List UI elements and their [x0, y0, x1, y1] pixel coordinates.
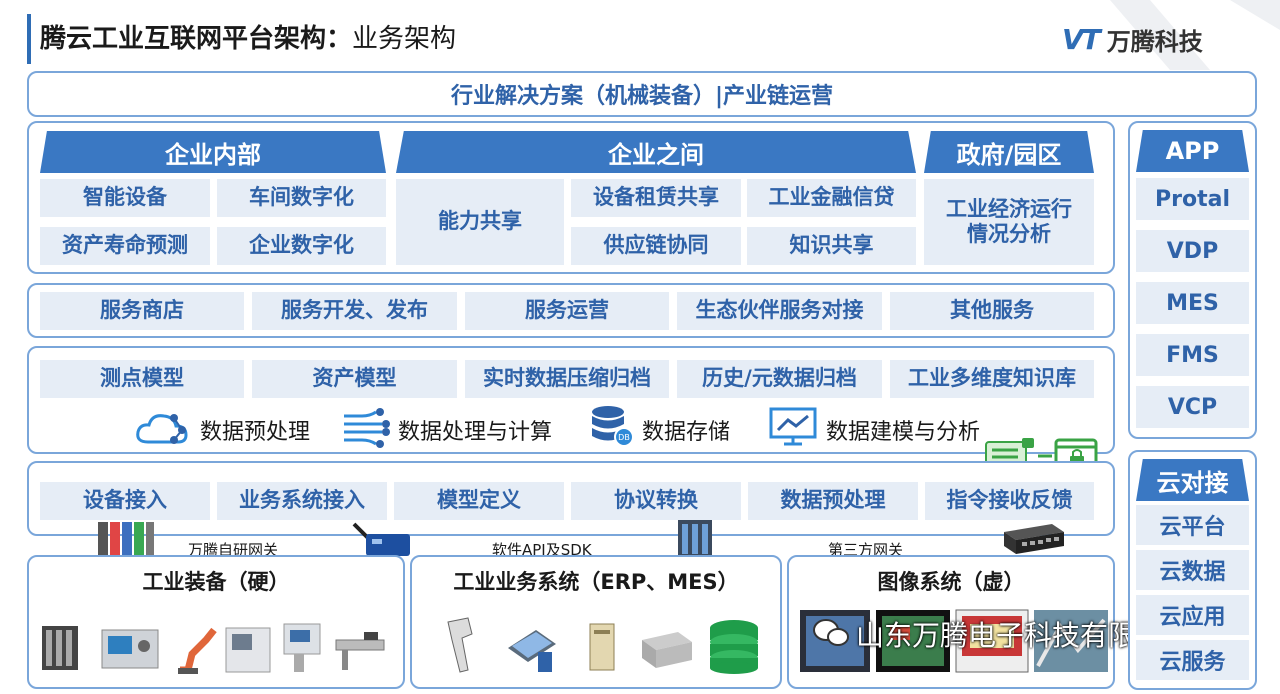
cloud-network-icon [136, 414, 188, 444]
wechat-icon [813, 619, 849, 646]
company-logo: VT 万腾科技 [1062, 22, 1203, 56]
image-title: 图像系统（虚） [877, 570, 1025, 594]
data-item: 实时数据压缩归档 [465, 360, 669, 398]
between-item: 供应链协同 [571, 227, 741, 265]
cloud-header: 云对接 [1136, 459, 1249, 501]
logo-text: 万腾科技 [1106, 27, 1203, 56]
app-item: VCP [1136, 386, 1249, 428]
corner-decoration [1110, 0, 1280, 70]
capability-share: 能力共享 [396, 179, 564, 265]
tool-label: 数据预处理 [200, 420, 311, 445]
access-item: 设备接入 [40, 482, 210, 520]
internal-item: 智能设备 [40, 179, 210, 217]
business-title: 工业业务系统（ERP、MES） [453, 570, 739, 594]
data-item: 资产模型 [252, 360, 457, 398]
gateway-label: 软件API及SDK [492, 541, 592, 559]
database-icon: DB [592, 406, 634, 447]
access-item: 协议转换 [571, 482, 741, 520]
gateway-label: 万腾自研网关 [188, 541, 279, 559]
app-header: APP [1136, 130, 1249, 172]
title-accent-bar [27, 14, 31, 64]
internal-item: 资产寿命预测 [40, 227, 210, 265]
service-item: 服务开发、发布 [252, 292, 457, 330]
app-item: VDP [1136, 230, 1249, 272]
business-system-icons [447, 617, 758, 674]
cloud-item: 云数据 [1136, 550, 1249, 590]
industrial-equipment-icons [42, 623, 385, 674]
gateway-label: 第三方网关 [828, 541, 904, 559]
router-device-icon [352, 522, 410, 556]
data-flow-icon [344, 408, 390, 448]
app-item: Protal [1136, 178, 1249, 220]
service-item: 其他服务 [890, 292, 1094, 330]
gov-header: 政府/园区 [924, 131, 1094, 173]
data-item: 测点模型 [40, 360, 244, 398]
cloud-item: 云服务 [1136, 640, 1249, 680]
image-system-screens [800, 609, 1108, 673]
cloud-item: 云应用 [1136, 595, 1249, 635]
between-item: 知识共享 [747, 227, 916, 265]
tool-label: 数据存储 [642, 420, 731, 445]
service-item: 生态伙伴服务对接 [677, 292, 882, 330]
access-item: 业务系统接入 [217, 482, 387, 520]
between-header: 企业之间 [396, 131, 916, 173]
tool-label: 数据处理与计算 [398, 420, 553, 445]
app-item: FMS [1136, 334, 1249, 376]
access-item: 数据预处理 [748, 482, 918, 520]
solutions-bar: 行业解决方案（机械装备）|产业链运营 [27, 71, 1257, 117]
data-item: 工业多维度知识库 [890, 360, 1094, 398]
internal-header: 企业内部 [40, 131, 386, 173]
access-item: 模型定义 [394, 482, 564, 520]
page-title-sub: 业务架构 [352, 24, 457, 54]
controller-device-icon [678, 520, 712, 558]
svg-text:DB: DB [618, 433, 630, 442]
access-item: 指令接收反馈 [925, 482, 1094, 520]
page-title: 腾云工业互联网平台架构：业务架构 [40, 20, 456, 58]
page-title-main: 腾云工业互联网平台架构： [40, 24, 353, 54]
switch-device-icon [1004, 524, 1064, 554]
data-item: 历史/元数据归档 [677, 360, 882, 398]
service-item: 服务运营 [465, 292, 669, 330]
internal-item: 企业数字化 [217, 227, 386, 265]
service-item: 服务商店 [40, 292, 244, 330]
hardware-title: 工业装备（硬） [142, 570, 290, 594]
between-item: 设备租赁共享 [571, 179, 741, 217]
gov-item: 工业经济运行 情况分析 [924, 179, 1094, 265]
gateway-device-icon [98, 522, 154, 558]
chart-monitor-icon [769, 407, 817, 446]
logo-mark-icon: VT [1062, 22, 1101, 56]
tool-label: 数据建模与分析 [826, 420, 981, 445]
between-item: 工业金融信贷 [747, 179, 916, 217]
app-item: MES [1136, 282, 1249, 324]
internal-item: 车间数字化 [217, 179, 386, 217]
cloud-item: 云平台 [1136, 505, 1249, 545]
